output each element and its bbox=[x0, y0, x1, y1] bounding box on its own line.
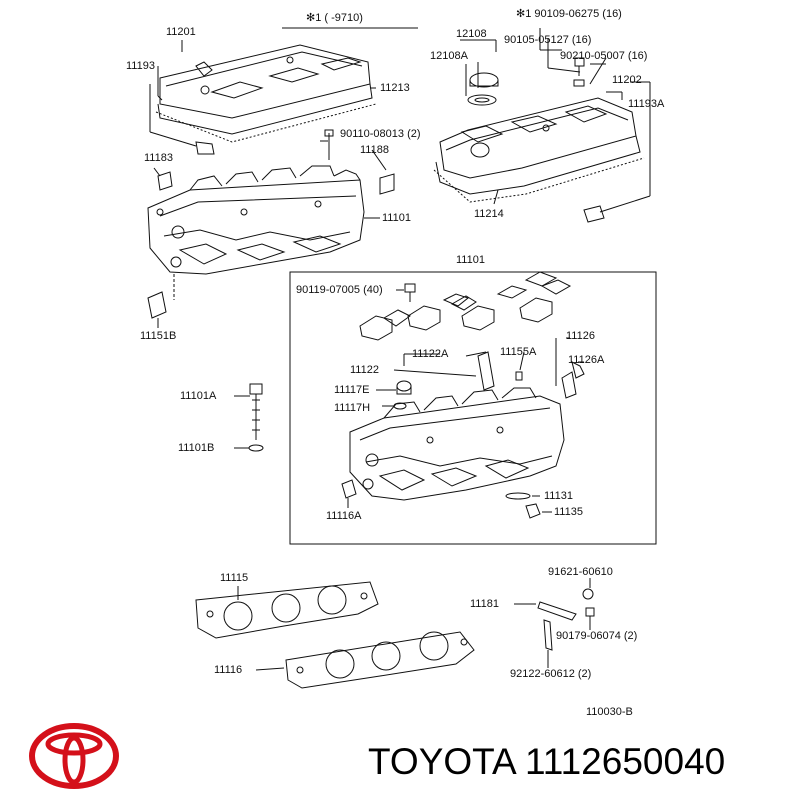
label-11116: 11116 bbox=[214, 664, 243, 676]
label-11135: 11135 bbox=[554, 506, 583, 518]
toyota-logo-icon bbox=[29, 723, 119, 789]
label-12108A: 12108A bbox=[430, 50, 468, 62]
label-90110: 90110-08013 (2) bbox=[340, 128, 421, 140]
label-11101-box: 11101 bbox=[456, 254, 485, 266]
label-92122: 92122-60612 (2) bbox=[510, 668, 592, 680]
label-11115: 11115 bbox=[220, 572, 249, 584]
label-11213: 11213 bbox=[380, 82, 410, 94]
stud-92122 bbox=[543, 619, 553, 651]
label-11181: 11181 bbox=[470, 598, 499, 610]
camshaft-caps bbox=[359, 271, 572, 341]
grommet-11193A bbox=[583, 205, 605, 223]
head-bolt-11101A bbox=[249, 383, 263, 395]
head-gasket-11115 bbox=[195, 581, 379, 639]
plug-11183 bbox=[157, 171, 173, 191]
label-11131: 11131 bbox=[544, 490, 573, 502]
label-11101B: 11101B bbox=[178, 442, 215, 454]
seal-11151B bbox=[147, 291, 167, 319]
grommet-11183 bbox=[195, 141, 215, 155]
cylinder-head-main bbox=[349, 387, 565, 501]
label-11201: 11201 bbox=[166, 26, 196, 38]
cap-gasket bbox=[467, 94, 497, 106]
label-11151B: 11151B bbox=[140, 330, 177, 342]
label-11126: 11126 bbox=[566, 330, 595, 342]
head-assembly-box bbox=[289, 271, 657, 545]
bracket-11181 bbox=[537, 601, 577, 621]
oil-cap bbox=[469, 72, 499, 88]
label-11117E: 11117E bbox=[334, 384, 370, 396]
label-11101A: 11101A bbox=[180, 390, 217, 402]
head-gasket-11116 bbox=[285, 631, 475, 689]
label-110030B: 110030-B bbox=[586, 706, 633, 718]
label-11116A: 11116A bbox=[326, 510, 362, 522]
seal-11188 bbox=[379, 173, 395, 195]
label-91621: 91621-60610 bbox=[548, 566, 613, 578]
label-11155A: 11155A bbox=[500, 346, 537, 358]
label-11101-top: 11101 bbox=[382, 212, 411, 224]
label-11117H: 11117H bbox=[334, 402, 371, 414]
label-11202: 11202 bbox=[612, 74, 642, 86]
label-11193A: 11193A bbox=[628, 98, 665, 110]
header-note: ✻1 ( -9710) bbox=[306, 12, 363, 24]
label-90210: 90210-05007 (16) bbox=[560, 50, 648, 62]
washer-11101B bbox=[248, 444, 264, 452]
valve-cover-left bbox=[155, 44, 377, 143]
label-11122: 11122 bbox=[350, 364, 379, 376]
label-12108: 12108 bbox=[456, 28, 487, 40]
label-90179: 90179-06074 (2) bbox=[556, 630, 638, 642]
brand-part-number: TOYOTA 1112650040 bbox=[368, 741, 726, 782]
label-11214: 11214 bbox=[474, 208, 504, 220]
label-11188: 11188 bbox=[360, 144, 389, 156]
valve-cover-right bbox=[433, 97, 645, 203]
valve-11122A bbox=[477, 351, 495, 391]
label-11126A: 11126A bbox=[568, 354, 605, 366]
label-90105: 90105-05127 (16) bbox=[504, 34, 592, 46]
label-11193: 11193 bbox=[126, 60, 155, 72]
label-90119: 90119-07005 (40) bbox=[296, 284, 383, 296]
label-11183: 11183 bbox=[144, 152, 173, 164]
header-note-2: ✻1 90109-06275 (16) bbox=[516, 8, 622, 20]
label-11122A: 11122A bbox=[412, 348, 449, 360]
cylinder-head-left bbox=[147, 165, 365, 275]
valve-11126A bbox=[561, 371, 577, 399]
